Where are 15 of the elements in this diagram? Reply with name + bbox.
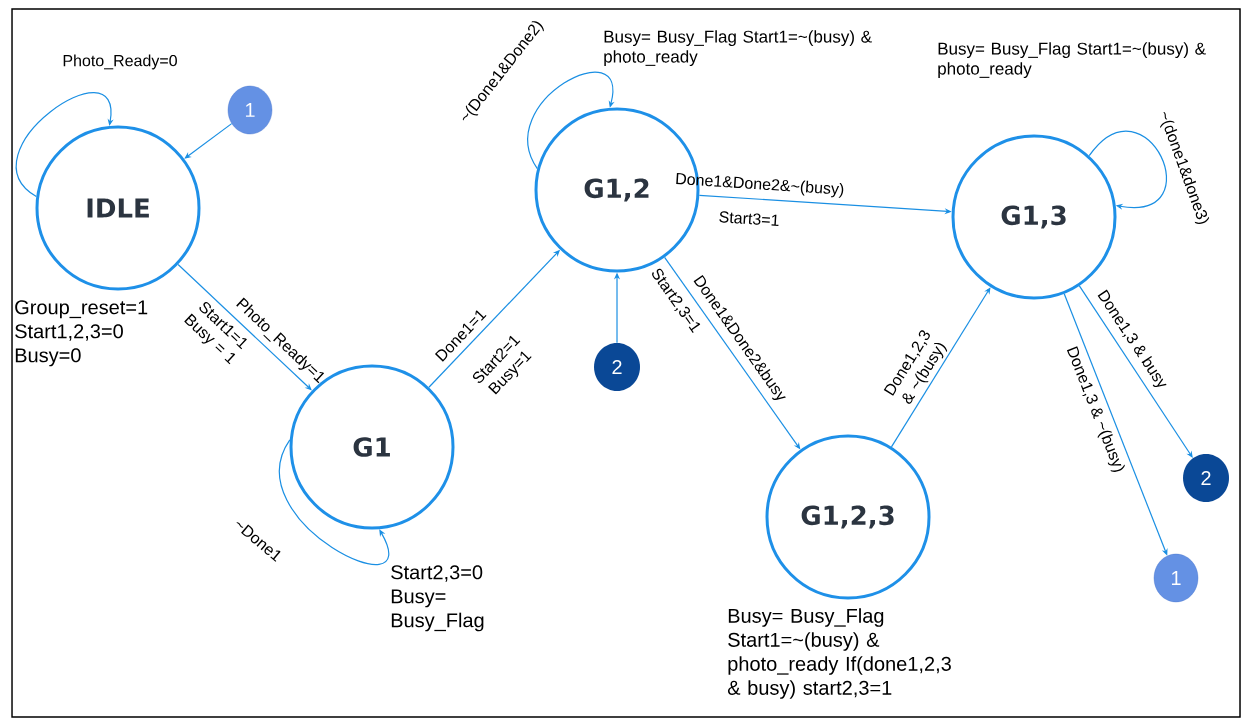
action-label: Start3=1: [719, 211, 779, 226]
state-note: Busy= Busy_Flag Start1=~(busy) & photo_ready: [604, 30, 872, 67]
arrow: [527, 71, 615, 170]
arrow: [184, 123, 233, 159]
arrow: [177, 263, 312, 391]
edge-label: Done1&Done2&~(busy): [676, 172, 844, 198]
state-note: Busy= Busy_Flag Start1=~(busy) & photo_ready: [938, 42, 1206, 79]
state-note: Group_reset=1 Start1,2,3=0 Busy=0: [15, 300, 148, 367]
state-note: Start2,3=0 Busy= Busy_Flag: [391, 565, 484, 632]
edge-label: Photo_Ready=0: [63, 54, 177, 70]
arrow: [1088, 130, 1167, 210]
arrow: [15, 92, 114, 198]
arrow: [890, 287, 991, 448]
state-note: Busy= Busy_Flag Start1=~(busy) & photo_ready If(done1,2,3 & busy) start2,3=1: [727, 608, 951, 699]
arrow: [279, 439, 389, 565]
